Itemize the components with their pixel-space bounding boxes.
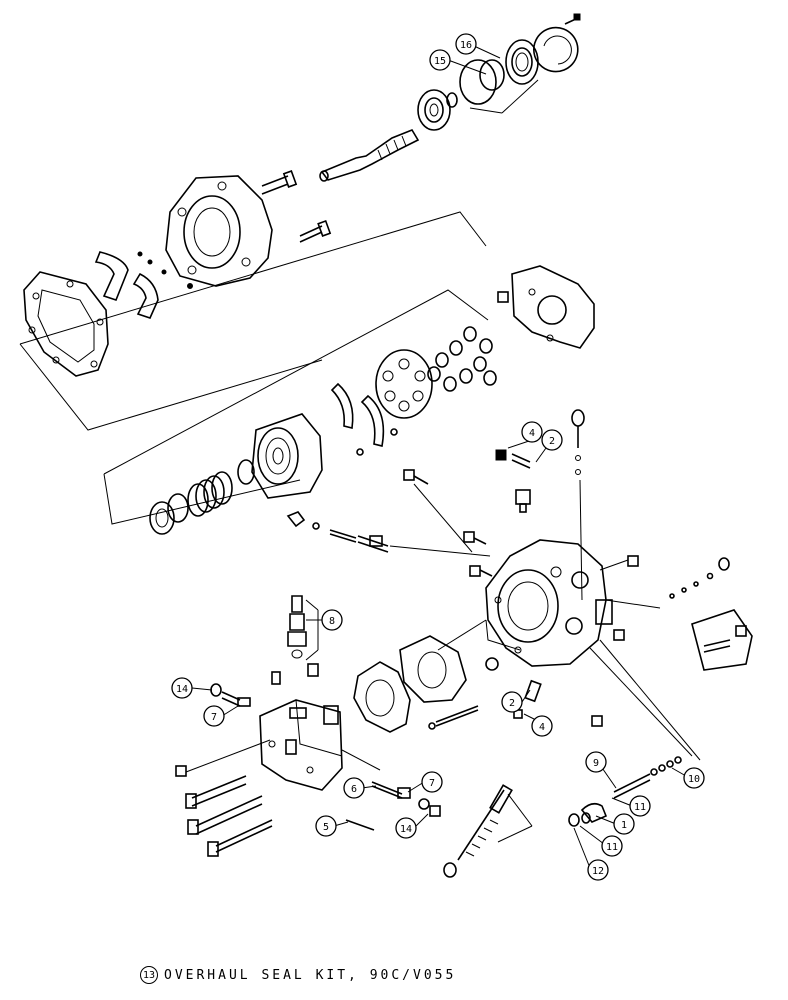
callout-9-label: 9 xyxy=(593,758,599,769)
callout-6: 6 xyxy=(343,777,365,799)
callout-11-lower-label: 11 xyxy=(606,842,618,853)
callout-9: 9 xyxy=(585,751,607,773)
seal-kit-text: OVERHAUL SEAL KIT, 90C/V055 xyxy=(164,967,457,983)
callout-11-lower: 11 xyxy=(601,835,623,857)
callout-14-left: 14 xyxy=(171,677,193,699)
callout-5-label: 5 xyxy=(323,822,329,833)
callout-2-top: 2 xyxy=(541,429,563,451)
callout-4-center: 4 xyxy=(531,715,553,737)
callout-1: 1 xyxy=(613,813,635,835)
callout-6-label: 6 xyxy=(351,784,357,795)
valve-plate-group xyxy=(353,619,499,733)
piston-group xyxy=(330,326,497,456)
callout-2-center-label: 2 xyxy=(509,698,515,709)
callout-7-left: 7 xyxy=(203,705,225,727)
callout-1-label: 1 xyxy=(621,820,627,831)
callout-14-center: 14 xyxy=(395,817,417,839)
callout-5: 5 xyxy=(315,815,337,837)
seal-kit-note: 13 OVERHAUL SEAL KIT, 90C/V055 xyxy=(140,964,456,986)
callout-leaders xyxy=(191,45,687,869)
callout-12: 12 xyxy=(587,859,609,881)
callout-4-top: 4 xyxy=(521,421,543,443)
shaft-seal-group xyxy=(261,13,581,243)
callout-8: 8 xyxy=(321,609,343,631)
flange-housing xyxy=(137,175,273,289)
callout-10: 10 xyxy=(683,767,705,789)
callout-8-label: 8 xyxy=(329,616,335,627)
callout-4-top-label: 4 xyxy=(529,428,535,439)
callout-2-top-label: 2 xyxy=(549,436,555,447)
callout-7-center: 7 xyxy=(421,771,443,793)
gasket-group xyxy=(23,251,159,377)
assembly-outline xyxy=(19,211,489,525)
valve-parts xyxy=(286,469,753,878)
seal-kit-callout: 13 xyxy=(140,966,158,984)
callout-16: 16 xyxy=(455,33,477,55)
main-housing xyxy=(485,409,613,667)
callout-14-center-label: 14 xyxy=(400,824,412,835)
callout-4-center-label: 4 xyxy=(539,722,545,733)
callout-10-label: 10 xyxy=(688,774,700,785)
callout-11-upper-label: 11 xyxy=(634,802,646,813)
callout-7-left-label: 7 xyxy=(211,712,217,723)
callout-12-label: 12 xyxy=(592,866,604,877)
rear-cover xyxy=(497,265,595,349)
callout-15: 15 xyxy=(429,49,451,71)
callout-15-label: 15 xyxy=(434,56,446,67)
callout-2-center: 2 xyxy=(501,691,523,713)
callout-7-center-label: 7 xyxy=(429,778,435,789)
callout-16-label: 16 xyxy=(460,40,472,51)
callout-11-upper: 11 xyxy=(629,795,651,817)
callout-14-left-label: 14 xyxy=(176,684,188,695)
barrel-group xyxy=(149,413,323,535)
control-block xyxy=(175,595,343,857)
